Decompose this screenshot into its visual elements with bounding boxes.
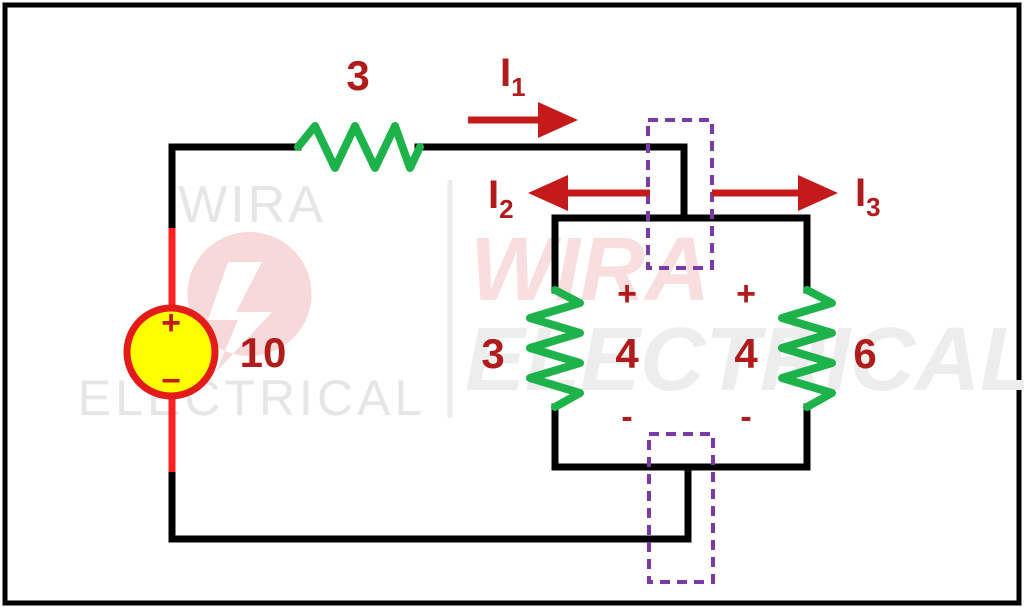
- arrow-i2-head: [528, 175, 568, 211]
- current-arrows: [468, 102, 838, 211]
- wire-branch-bottom: [551, 403, 811, 471]
- source-plus: +: [161, 304, 181, 342]
- voltage-right-value: 4: [734, 330, 758, 377]
- branch-right-resistor-label: 6: [853, 330, 876, 377]
- wire-bottom: [168, 463, 692, 543]
- wire-branch-top: [551, 214, 811, 294]
- watermark-bottom: ELECTRICAL: [78, 370, 426, 426]
- wires: [168, 143, 811, 543]
- voltage-left-minus: -: [621, 398, 632, 436]
- arrow-i1-head: [538, 102, 578, 138]
- current-i2-label: I2: [488, 173, 514, 224]
- voltage-left-plus: +: [617, 275, 637, 313]
- watermark-top: WIRA: [178, 176, 326, 234]
- series-resistor-label: 3: [346, 52, 369, 99]
- watermark-big-top: WIRA: [470, 220, 710, 320]
- voltage-left-value: 4: [615, 330, 639, 377]
- wire-top-right: [414, 143, 688, 222]
- source-minus: −: [161, 362, 181, 400]
- current-i1-label: I1: [500, 51, 526, 102]
- source-value-label: 10: [240, 329, 287, 376]
- branch-left-resistor-label: 3: [481, 330, 504, 377]
- arrow-i3-head: [798, 175, 838, 211]
- branch-resistor-3: [526, 286, 584, 411]
- labels: 3 10 3 6 + 4 - + 4 - I1 I2 I3: [240, 51, 881, 436]
- watermark-logo-icon: [187, 232, 312, 372]
- wire-top-left: [168, 143, 302, 232]
- branch-resistor-6: [778, 286, 836, 411]
- voltage-source: + −: [123, 304, 219, 400]
- voltage-right-minus: -: [740, 398, 751, 436]
- voltage-right-plus: +: [736, 275, 756, 313]
- resistors: [294, 122, 836, 411]
- source-circle: [123, 304, 219, 400]
- series-resistor-3: [294, 122, 424, 172]
- current-i3-label: I3: [855, 171, 881, 222]
- node-box-bottom: [647, 432, 715, 584]
